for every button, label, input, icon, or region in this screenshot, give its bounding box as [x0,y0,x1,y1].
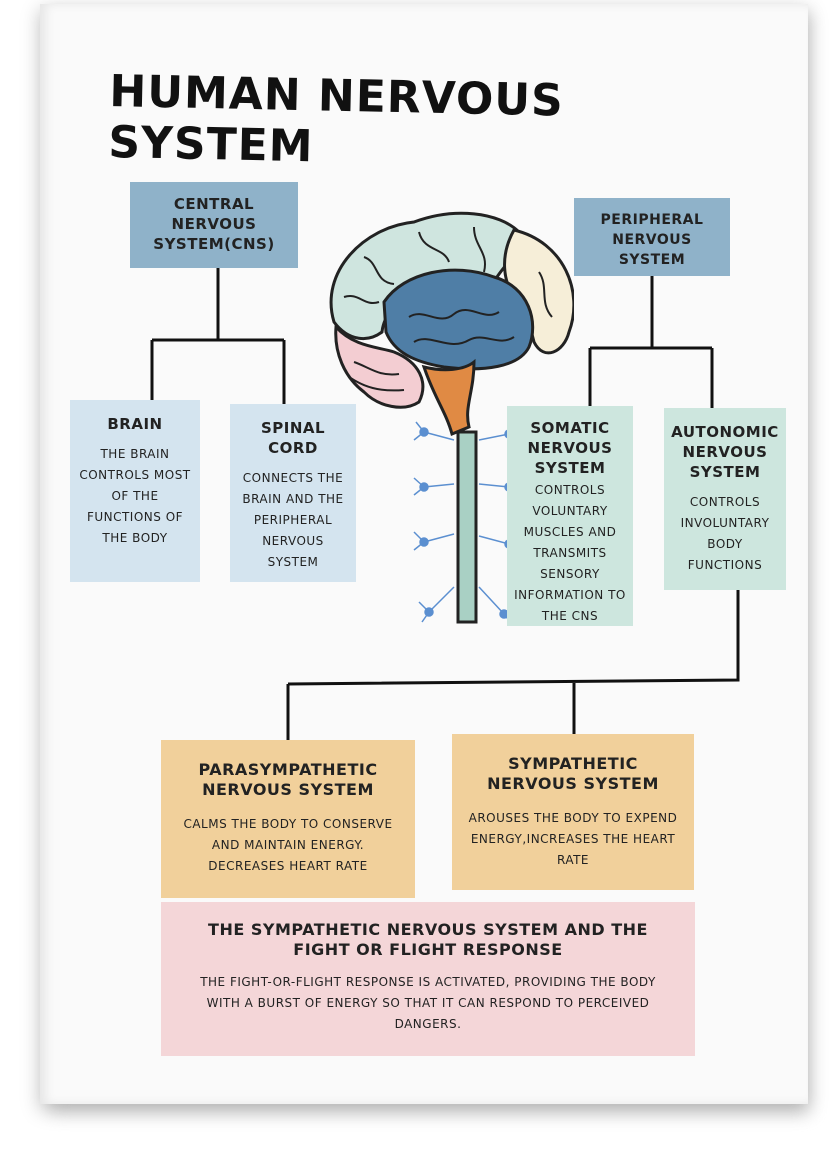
cns-title: CENTRAL NERVOUS SYSTEM(CNS) [153,195,275,253]
autonomic-title: AUTONOMIC NERVOUS SYSTEM [671,423,779,481]
parasympathetic-box: PARASYMPATHETIC NERVOUS SYSTEM CALMS THE… [161,740,415,898]
poster-canvas: HUMAN NERVOUS SYSTEM [40,4,808,1104]
somatic-box: SOMATIC NERVOUS SYSTEM CONTROLS VOLUNTAR… [507,406,633,626]
spinal-cord-desc: CONNECTS THE BRAIN AND THE PERIPHERAL NE… [242,471,344,569]
parasympathetic-title: PARASYMPATHETIC NERVOUS SYSTEM [198,760,378,799]
parasympathetic-desc: CALMS THE BODY TO CONSERVE AND MAINTAIN … [183,817,393,873]
brain-illustration [329,211,574,625]
connector-lines [150,268,740,740]
brain-title: BRAIN [107,415,163,433]
sympathetic-box: SYMPATHETIC NERVOUS SYSTEM AROUSES THE B… [452,734,694,890]
autonomic-desc: CONTROLS INVOLUNTARY BODY FUNCTIONS [680,495,770,572]
pns-title: PERIPHERAL NERVOUS SYSTEM [600,212,704,268]
somatic-title: SOMATIC NERVOUS SYSTEM [527,419,613,477]
fight-flight-box: THE SYMPATHETIC NERVOUS SYSTEM AND THE F… [161,902,695,1056]
brain-box: BRAIN THE BRAIN CONTROLS MOST OF THE FUN… [70,400,200,582]
fight-flight-title: THE SYMPATHETIC NERVOUS SYSTEM AND THE F… [208,920,648,959]
somatic-desc: CONTROLS VOLUNTARY MUSCLES AND TRANSMITS… [514,483,626,623]
sympathetic-title: SYMPATHETIC NERVOUS SYSTEM [487,754,659,793]
pns-box: PERIPHERAL NERVOUS SYSTEM [574,198,730,276]
autonomic-box: AUTONOMIC NERVOUS SYSTEM CONTROLS INVOLU… [664,408,786,590]
fight-flight-desc: THE FIGHT-OR-FLIGHT RESPONSE IS ACTIVATE… [200,975,656,1031]
cns-box: CENTRAL NERVOUS SYSTEM(CNS) [130,182,298,268]
brain-desc: THE BRAIN CONTROLS MOST OF THE FUNCTIONS… [79,447,191,545]
sympathetic-desc: AROUSES THE BODY TO EXPEND ENERGY,INCREA… [468,811,678,867]
spinal-cord-box: SPINAL CORD CONNECTS THE BRAIN AND THE P… [230,404,356,582]
spinal-cord-title: SPINAL CORD [260,419,326,457]
